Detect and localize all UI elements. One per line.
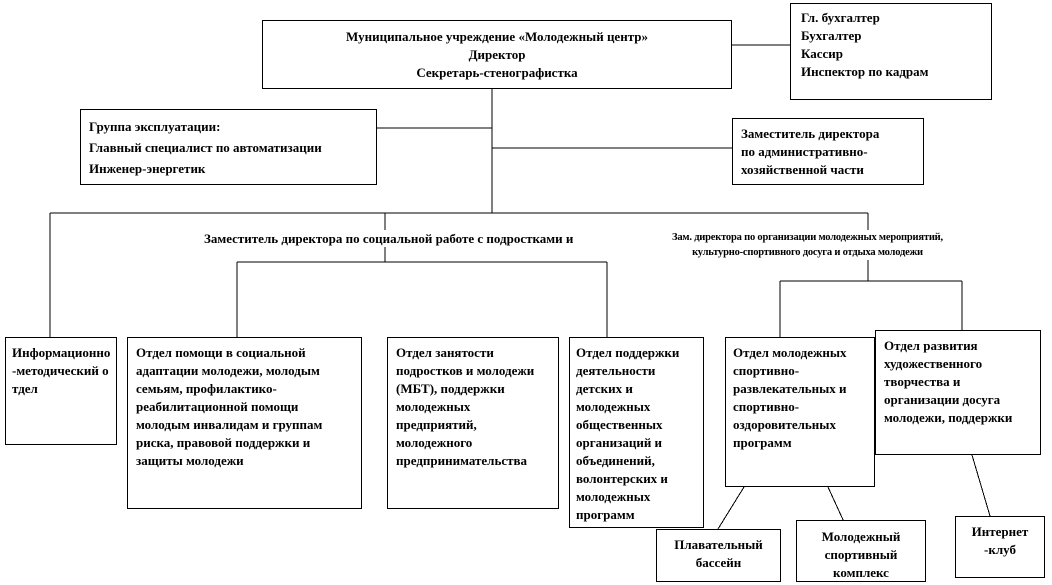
sports-complex-box: Молодежный спортивный комплекс [796, 520, 926, 582]
hr-inspector: Инспектор по кадрам [801, 64, 929, 79]
director-title: Директор [468, 47, 526, 62]
accountant: Бухгалтер [801, 28, 862, 43]
admin-deputy-line-3: хозяйственной части [741, 162, 864, 177]
social-help-dept-text: Отдел помощи в социальной адаптации моло… [136, 345, 323, 468]
director-box: Муниципальное учреждение «Молодежный цен… [262, 20, 732, 89]
internet-club-line-1: Интернет [971, 524, 1029, 539]
complex-line-1: Молодежный [821, 529, 901, 544]
employment-dept: Отдел занятости подростков и молодежи (М… [387, 337, 559, 509]
accounting-box: Гл. бухгалтер Бухгалтер Кассир Инспектор… [790, 3, 992, 100]
complex-line-3: комплекс [833, 565, 889, 580]
admin-deputy-line-2: по административно- [741, 144, 868, 159]
sports-programs-dept: Отдел молодежных спортивно-развлекательн… [725, 337, 875, 487]
cashier: Кассир [801, 46, 844, 61]
operations-group-title: Группа эксплуатации: [89, 119, 221, 134]
admin-deputy-line-1: Заместитель директора [741, 126, 880, 141]
events-deputy-label: Зам. директора по организации молодежных… [672, 230, 943, 260]
chief-accountant: Гл. бухгалтер [801, 10, 880, 25]
operations-group-box: Группа эксплуатации: Главный специалист … [80, 109, 377, 185]
automation-specialist: Главный специалист по автоматизации [89, 140, 322, 155]
pool-line-2: бассейн [695, 555, 742, 570]
swimming-pool-box: Плавательный бассейн [656, 529, 781, 582]
power-engineer: Инженер-энергетик [89, 161, 206, 176]
social-deputy-label: Заместитель директора по социальной рабо… [204, 230, 574, 247]
complex-line-2: спортивный [824, 547, 898, 562]
events-deputy-line-2: культурно-спортивного досуга и отдыха мо… [692, 247, 923, 258]
secretary-title: Секретарь-стенографистка [416, 65, 578, 80]
pool-line-1: Плавательный [674, 537, 763, 552]
events-deputy-line-1: Зам. директора по организации молодежных… [672, 232, 943, 243]
social-adaptation-dept: Отдел помощи в социальной адаптации моло… [127, 337, 362, 509]
employment-dept-text: Отдел занятости подростков и молодежи (М… [396, 345, 535, 468]
arts-development-dept: Отдел развития художественного творчеств… [875, 330, 1041, 455]
internet-club-line-2: -клуб [984, 542, 1016, 557]
admin-deputy-box: Заместитель директора по административно… [732, 118, 924, 185]
info-dept-text: Информационно-методический отдел [12, 345, 111, 396]
org-name: Муниципальное учреждение «Молодежный цен… [346, 29, 648, 44]
internet-club-box: Интернет -клуб [955, 516, 1045, 578]
arts-dept-text: Отдел развития художественного творчеств… [884, 338, 1013, 425]
support-dept-text: Отдел поддержки деятельности детских и м… [576, 345, 680, 522]
sports-dept-text: Отдел молодежных спортивно-развлекательн… [733, 345, 847, 450]
public-orgs-support-dept: Отдел поддержки деятельности детских и м… [569, 337, 704, 528]
info-methodical-dept: Информационно-методический отдел [5, 337, 117, 445]
